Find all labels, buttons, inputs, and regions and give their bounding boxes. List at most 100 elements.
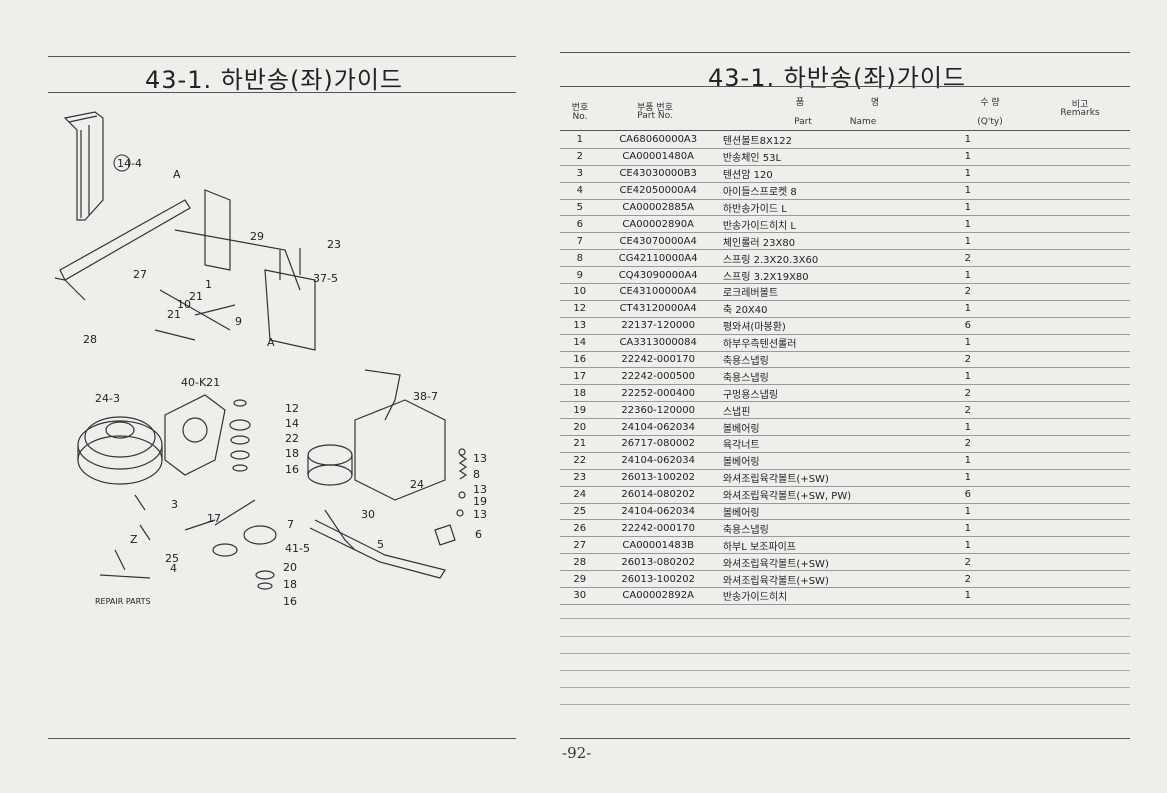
row-part-number: 22242-000170 xyxy=(599,351,717,369)
row-part-name: 체인롤러 23X80 xyxy=(716,232,936,251)
row-part-name: 반송체인 53L xyxy=(716,148,936,166)
row-quantity: 1 xyxy=(935,232,1001,251)
header-part-en: Part No. xyxy=(637,111,673,121)
row-number: 25 xyxy=(560,503,600,521)
row-remarks xyxy=(1000,182,1130,200)
row-number: 23 xyxy=(560,469,600,487)
guide-frame-right xyxy=(354,399,446,501)
callout-30: 30 xyxy=(361,508,375,521)
row-part-number: CA00002892A xyxy=(599,587,717,605)
blank-row-line xyxy=(560,687,1130,688)
callout-27: 27 xyxy=(133,268,147,281)
row-part-name: 축용스냅링 xyxy=(716,519,936,538)
callout-17: 17 xyxy=(207,512,221,525)
row-number: 1 xyxy=(560,132,600,149)
row-remarks xyxy=(1000,418,1130,437)
callout-18b: 18 xyxy=(283,578,297,591)
row-number: 27 xyxy=(560,536,600,555)
row-remarks xyxy=(1000,317,1130,335)
row-part-name: 구멍용스냅링 xyxy=(716,384,936,403)
callout-13b: 13 xyxy=(473,483,487,496)
header-part-ko: 부품 번호 xyxy=(637,103,673,113)
row-part-number: 22242-000500 xyxy=(599,367,717,386)
row-part-name: 와셔조립육각볼트(+SW) xyxy=(716,570,936,589)
row-remarks xyxy=(1000,553,1130,572)
title-rule-bottom xyxy=(48,92,516,93)
row-number: 24 xyxy=(560,486,600,504)
callout-12: 12 xyxy=(285,402,299,415)
callout-9: 9 xyxy=(235,315,242,328)
row-part-number: 26013-100202 xyxy=(599,469,717,487)
row-number: 20 xyxy=(560,418,600,437)
row-part-number: CQ43090000A4 xyxy=(599,266,717,285)
row-remarks xyxy=(1000,165,1130,183)
header-remarks-ko: 비고 xyxy=(1071,100,1089,110)
row-part-number: CE42050000A4 xyxy=(599,182,717,200)
row-quantity: 1 xyxy=(935,334,1001,352)
callout-14: 14 xyxy=(285,417,299,430)
row-remarks xyxy=(1000,232,1130,251)
callout-13c: 13 xyxy=(473,508,487,521)
row-quantity: 1 xyxy=(935,469,1001,487)
callout-40-k21: 40-K21 xyxy=(181,376,220,389)
row-part-number: CE43070000A4 xyxy=(599,232,717,251)
row-number: 13 xyxy=(560,317,600,335)
row-quantity: 1 xyxy=(935,266,1001,285)
row-number: 22 xyxy=(560,452,600,470)
title-rule-mid-right xyxy=(560,86,1130,87)
row-part-number: CE43030000B3 xyxy=(599,165,717,183)
row-part-number: 26717-080002 xyxy=(599,435,717,453)
row-part-number: 22252-000400 xyxy=(599,384,717,403)
row-part-number: CA68060000A3 xyxy=(599,132,717,149)
row-number: 18 xyxy=(560,384,600,403)
callout-14-4: 14-4 xyxy=(117,157,142,170)
row-quantity: 2 xyxy=(935,283,1001,301)
row-quantity: 1 xyxy=(935,519,1001,538)
row-quantity: 1 xyxy=(935,452,1001,470)
row-part-name: 와셔조립육각볼트(+SW) xyxy=(716,469,936,487)
row-quantity: 2 xyxy=(935,249,1001,268)
row-part-number: 26013-080202 xyxy=(599,553,717,572)
row-number: 12 xyxy=(560,300,600,318)
row-part-name: 축용스냅링 xyxy=(716,351,936,369)
row-part-number: CA00002885A xyxy=(599,199,717,217)
callout-38-7: 38-7 xyxy=(413,390,438,403)
header-remarks-en: Remarks xyxy=(1060,108,1100,118)
row-number: 8 xyxy=(560,249,600,268)
row-remarks xyxy=(1000,249,1130,268)
callout-29: 29 xyxy=(250,230,264,243)
callout-20: 20 xyxy=(283,561,297,574)
blank-row-line xyxy=(560,636,1130,637)
row-remarks xyxy=(1000,587,1130,605)
repair-parts-label: REPAIR PARTS xyxy=(95,597,151,606)
row-remarks xyxy=(1000,351,1130,369)
blank-row-line xyxy=(560,653,1130,654)
callout-41-5: 41-5 xyxy=(285,542,310,555)
row-number: 3 xyxy=(560,165,600,183)
row-part-name: 스냅핀 xyxy=(716,401,936,420)
row-remarks xyxy=(1000,401,1130,420)
row-remarks xyxy=(1000,519,1130,538)
title-rule-top xyxy=(48,56,516,57)
blank-row-line xyxy=(560,670,1130,671)
row-remarks xyxy=(1000,132,1130,149)
header-qty-ko: 수 량 xyxy=(980,98,1000,108)
row-remarks xyxy=(1000,148,1130,166)
row-part-name: 텐션암 120 xyxy=(716,165,936,183)
row-remarks xyxy=(1000,452,1130,470)
row-part-number: 24104-062034 xyxy=(599,452,717,470)
row-number: 14 xyxy=(560,334,600,352)
left-page-bottom-rule xyxy=(48,738,516,739)
row-quantity: 1 xyxy=(935,418,1001,437)
row-number: 6 xyxy=(560,215,600,234)
